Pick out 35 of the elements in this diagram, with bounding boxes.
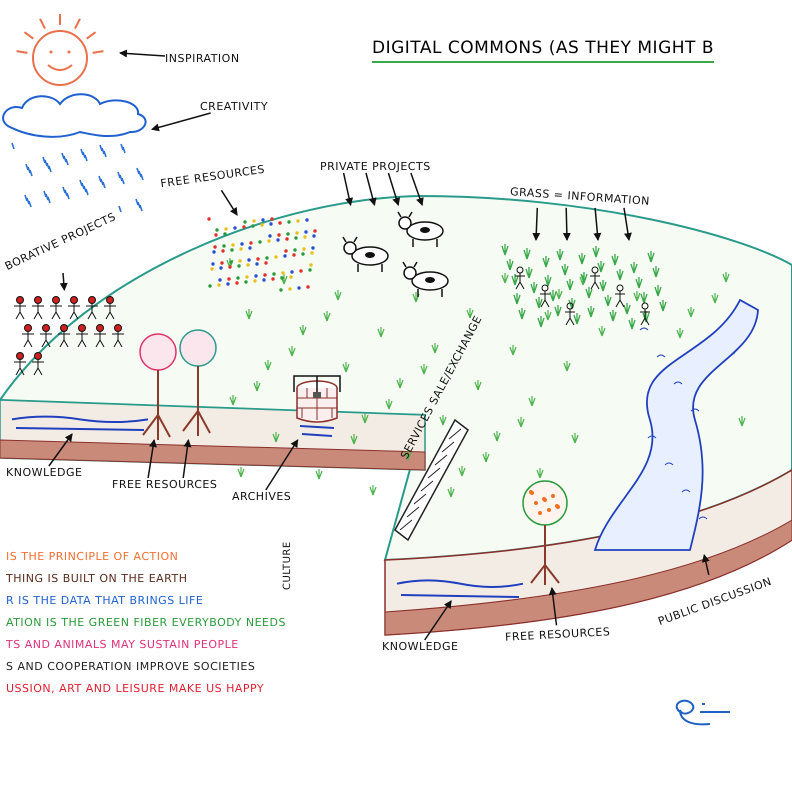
callout-label: CREATIVITY bbox=[200, 100, 268, 113]
callout-label: INSPIRATION bbox=[165, 52, 240, 65]
callout-label: KNOWLEDGE bbox=[382, 640, 458, 653]
arrow bbox=[532, 208, 540, 241]
callout-label: FREE RESOURCES bbox=[112, 478, 218, 491]
title: DIGITAL COMMONS (AS THEY MIGHT B bbox=[372, 38, 714, 63]
arrow bbox=[265, 439, 298, 490]
note-text: USSION, ART AND LEISURE MAKE US HAPPY bbox=[6, 682, 264, 695]
arrow bbox=[548, 587, 558, 626]
callout-label: FREE RESOURCES bbox=[160, 162, 266, 190]
arrow bbox=[388, 172, 400, 206]
note-text: S AND COOPERATION IMPROVE SOCIETIES bbox=[6, 660, 256, 673]
note-text: ATION IS THE GREEN FIBER EVERYBODY NEEDS bbox=[6, 616, 286, 629]
note-text: IS THE PRINCIPLE OF ACTION bbox=[6, 550, 178, 563]
callout-label: PRIVATE PROJECTS bbox=[320, 160, 431, 173]
arrow bbox=[119, 49, 166, 58]
arrow bbox=[410, 172, 424, 206]
arrow bbox=[151, 112, 211, 132]
note-text: THING IS BUILT ON THE EARTH bbox=[6, 572, 188, 585]
callout-label: GRASS = INFORMATION bbox=[510, 185, 650, 208]
arrow bbox=[182, 439, 192, 478]
arrow bbox=[702, 554, 710, 576]
arrow bbox=[365, 172, 377, 206]
arrow bbox=[593, 208, 602, 241]
arrow bbox=[562, 208, 571, 241]
note-text: R IS THE DATA THAT BRINGS LIFE bbox=[6, 594, 204, 607]
note-text: TS AND ANIMALS MAY SUSTAIN PEOPLE bbox=[6, 638, 239, 651]
arrow bbox=[623, 208, 632, 241]
callout-label: FREE RESOURCES bbox=[504, 625, 611, 644]
arrow bbox=[60, 272, 68, 291]
area-label: CULTURE bbox=[282, 541, 293, 590]
callout-label: KNOWLEDGE bbox=[6, 466, 82, 479]
callout-label: ARCHIVES bbox=[232, 490, 292, 503]
arrow bbox=[342, 172, 353, 206]
arrow bbox=[220, 190, 238, 216]
